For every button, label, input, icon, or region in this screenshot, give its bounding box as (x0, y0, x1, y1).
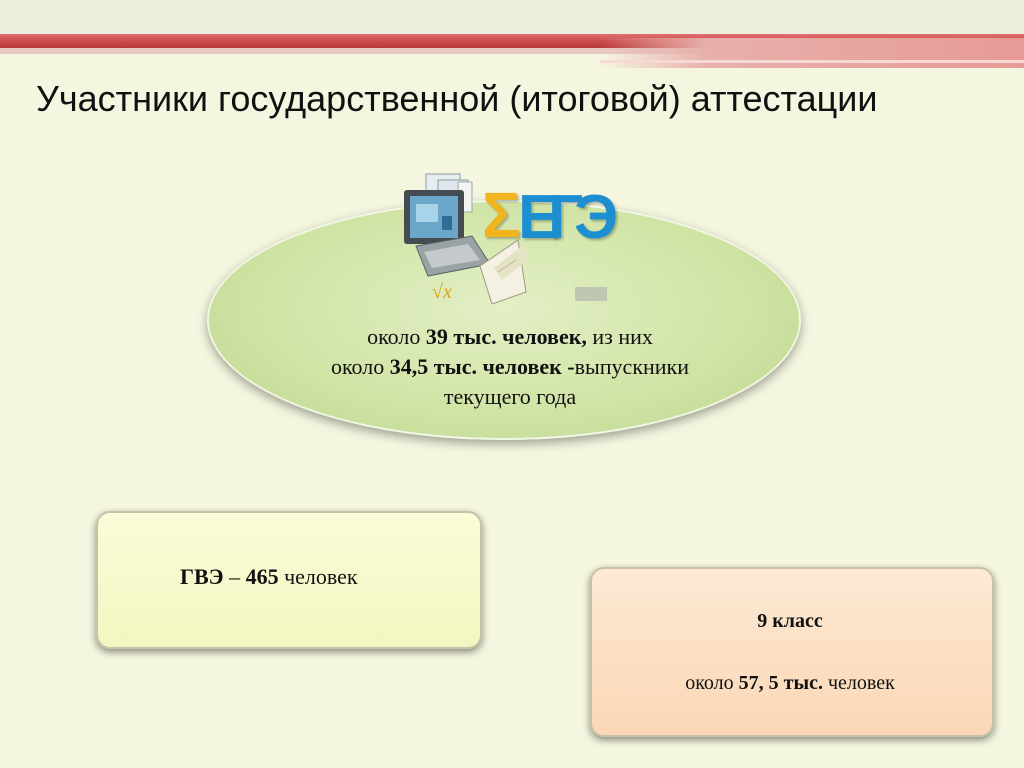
gve-dash: – (223, 564, 246, 589)
gve-count: 465 (245, 564, 279, 589)
ninth-grade-title: 9 класс (757, 610, 823, 632)
ninth-count: 57, 5 тыс. (738, 672, 823, 694)
top-band (0, 0, 1024, 34)
laptop-books-icon: √x (404, 173, 528, 304)
decorative-right-line (600, 60, 1024, 63)
ellipse-text: около 39 тыс. человек, из них около 34,5… (260, 322, 760, 412)
gve-label: ГВЭ (180, 564, 224, 589)
ege-letter-e2: Э (574, 183, 619, 252)
decorative-right-stripe (600, 38, 1024, 68)
sigma-glyph: Σ (482, 179, 521, 251)
line1-bold: 39 тыс. человек, (425, 324, 587, 349)
ellipse-line-3: текущего года (443, 384, 577, 409)
gve-unit: человек (278, 564, 358, 589)
small-gray-mark (575, 287, 607, 301)
svg-text:√x: √x (432, 281, 452, 303)
line2-prefix: около (330, 354, 390, 379)
ege-letter-g: Г (548, 183, 584, 252)
line2-bold: 34,5 тыс. человек - (389, 354, 575, 379)
decorative-light-stripe (0, 48, 1024, 54)
participants-ellipse (207, 200, 801, 440)
ninth-grade-box (590, 567, 994, 737)
ninth-prefix: около (685, 672, 739, 694)
gve-text: ГВЭ – 465 человек (180, 564, 440, 590)
gve-box (96, 511, 482, 649)
ninth-unit: человек (822, 672, 895, 694)
ellipse-line-2: около 34,5 тыс. человек -выпускники (260, 352, 760, 382)
ninth-grade-text: около 57, 5 тыс. человек (590, 672, 990, 695)
ege-letter-e: Е (518, 183, 560, 252)
ege-logo: √x Σ Е Г Э (398, 168, 618, 304)
slide-title: Участники государственной (итоговой) атт… (36, 78, 878, 119)
line1-suffix: из них (586, 324, 653, 349)
ellipse-line-1: около 39 тыс. человек, из них (260, 322, 760, 352)
line1-prefix: около (367, 324, 426, 349)
line2-suffix: выпускники (574, 354, 690, 379)
